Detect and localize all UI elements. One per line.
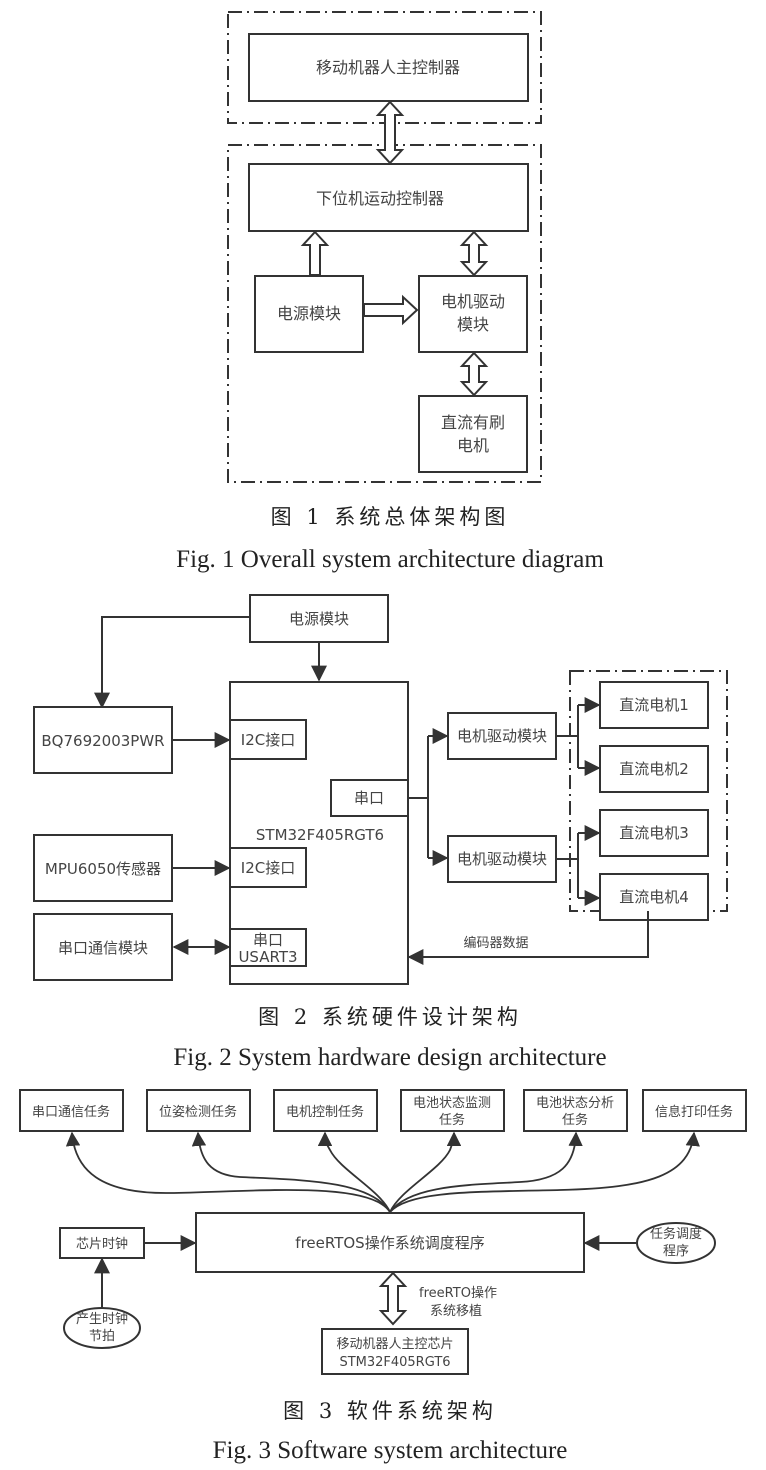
serial-comm-module-label: 串口通信模块 [58,939,148,957]
dc-motor-2-label: 直流电机2 [619,760,689,778]
usart3-port-node: 串口 USART3 [229,928,307,967]
dc-motor-3-node: 直流电机3 [599,809,709,857]
mcu-label: STM32F405RGT6 [256,826,384,844]
figure-1: 移动机器人主控制器 下位机运动控制器 电源模块 电机驱动 模块 直流有刷 电机 [176,11,604,573]
main-chip-label-1: 移动机器人主控芯片 [336,1337,453,1352]
encoder-data-label: 编码器数据 [463,936,528,951]
i2c-port-2-label: I2C接口 [241,859,295,877]
task-label: 信息打印任务 [655,1104,733,1120]
figure-1-caption-en: Fig. 1 Overall system architecture diagr… [176,546,604,573]
task-scheduler-label-2: 程序 [663,1244,689,1259]
task-node-info-print: 信息打印任务 [642,1089,747,1132]
port-label-2: 系统移植 [430,1304,482,1319]
task-label-2: 任务 [439,1112,465,1128]
serial-port-node: 串口 [330,779,409,817]
double-arrow-main-lower [375,100,405,165]
main-chip-label-2: STM32F405RGT6 [339,1355,450,1370]
dc-motor-2-node: 直流电机2 [599,745,709,793]
motor-driver-label-2: 模块 [457,315,489,334]
motor-driver-node: 电机驱动 模块 [418,275,528,353]
curve-to-serial-task [65,1131,391,1213]
curve-to-battery-analysis-task [389,1131,583,1213]
clock-tick-node: 产生时钟 节拍 [63,1307,141,1349]
port-label-1: freeRTO操作 [419,1285,497,1301]
chip-clock-label: 芯片时钟 [76,1236,128,1252]
double-arrow-driver-motor [459,351,489,397]
task-scheduler-label-1: 任务调度 [650,1226,702,1242]
arrow-power-to-bq [94,616,250,709]
task-label: 位姿检测任务 [159,1104,237,1120]
dc-motor-4-label: 直流电机4 [619,888,689,906]
bq-chip-label: BQ7692003PWR [41,732,164,750]
task-node-motor: 电机控制任务 [273,1089,378,1132]
i2c-port-2-node: I2C接口 [229,847,307,888]
bq-chip-node: BQ7692003PWR [33,706,173,774]
motor-driver-label-1: 电机驱动 [441,292,505,311]
task-label-2: 任务 [562,1112,588,1128]
figure-2-caption-cn: 图 2 系统硬件设计架构 [258,1005,522,1029]
figure-3: 串口通信任务 位姿检测任务 电机控制任务 电池状态监测 任务 电池状态分析 任务… [19,1089,747,1464]
chip-clock-node: 芯片时钟 [59,1227,145,1259]
dc-motor-4-node: 直流电机4 [599,873,709,921]
curve-to-pose-task [191,1131,391,1213]
task-node-serial: 串口通信任务 [19,1089,124,1132]
arrow-power-to-lower [300,230,330,276]
motor-driver-1-node: 电机驱动模块 [447,712,557,760]
dc-motor-1-label: 直流电机1 [619,696,689,714]
lower-controller-label: 下位机运动控制器 [316,189,444,208]
task-node-battery-monitor: 电池状态监测 任务 [400,1089,505,1132]
mpu-sensor-node: MPU6050传感器 [33,834,173,902]
clock-tick-label-1: 产生时钟 [76,1311,128,1327]
figure-3-caption-cn: 图 3 软件系统架构 [283,1399,497,1423]
task-label-1: 电池状态分析 [536,1096,614,1111]
figure-1-caption-cn: 图 1 系统总体架构图 [271,505,510,529]
usart3-label-2: USART3 [238,948,297,966]
arrow-power-to-driver [363,294,419,326]
clock-tick-label-2: 节拍 [89,1329,115,1344]
mpu-sensor-label: MPU6050传感器 [45,860,161,878]
usart3-label-1: 串口 [253,931,283,949]
figure-3-caption-en: Fig. 3 Software system architecture [213,1437,568,1464]
motor-driver-2-node: 电机驱动模块 [447,835,557,883]
serial-port-label: 串口 [354,789,384,807]
curve-to-motor-task [317,1131,391,1213]
power-module-2-label: 电源模块 [289,610,349,628]
task-scheduler-node: 任务调度 程序 [636,1222,716,1264]
i2c-port-1-node: I2C接口 [229,719,307,760]
task-label: 串口通信任务 [32,1104,110,1120]
task-label: 电机控制任务 [286,1104,364,1120]
motor-driver-1-label: 电机驱动模块 [457,727,547,745]
motor-driver-2-label: 电机驱动模块 [457,850,547,868]
arrow-encoder-feedback [407,911,649,965]
task-label-1: 电池状态监测 [413,1096,491,1111]
main-controller-node: 移动机器人主控制器 [248,33,529,102]
scheduler-node: freeRTOS操作系统调度程序 [195,1212,585,1273]
dc-motor-label-2: 电机 [457,436,489,455]
dc-motor-label-1: 直流有刷 [441,413,505,432]
main-chip-node: 移动机器人主控芯片 STM32F405RGT6 [321,1328,469,1375]
scheduler-label: freeRTOS操作系统调度程序 [295,1234,484,1252]
i2c-port-1-label: I2C接口 [241,731,295,749]
curve-to-info-print-task [389,1131,700,1213]
task-node-pose: 位姿检测任务 [146,1089,251,1132]
figure-2-caption-en: Fig. 2 System hardware design architectu… [173,1044,606,1071]
power-module-node: 电源模块 [254,275,364,353]
double-arrow-lower-driver [459,230,489,277]
dc-motor-3-label: 直流电机3 [619,824,689,842]
power-module-label: 电源模块 [277,304,341,323]
lower-controller-node: 下位机运动控制器 [248,163,529,232]
power-module-2-node: 电源模块 [249,594,389,643]
double-arrow-scheduler-chip [378,1271,408,1326]
curve-to-battery-monitor-task [389,1131,462,1213]
figure-2: 电源模块 BQ7692003PWR STM32F405RGT6 I2C接口 串口… [33,594,728,1071]
dc-motor-1-node: 直流电机1 [599,681,709,729]
task-node-battery-analysis: 电池状态分析 任务 [523,1089,628,1132]
main-controller-label: 移动机器人主控制器 [316,58,460,77]
dc-brushed-motor-node: 直流有刷 电机 [418,395,528,473]
serial-comm-module-node: 串口通信模块 [33,913,173,981]
